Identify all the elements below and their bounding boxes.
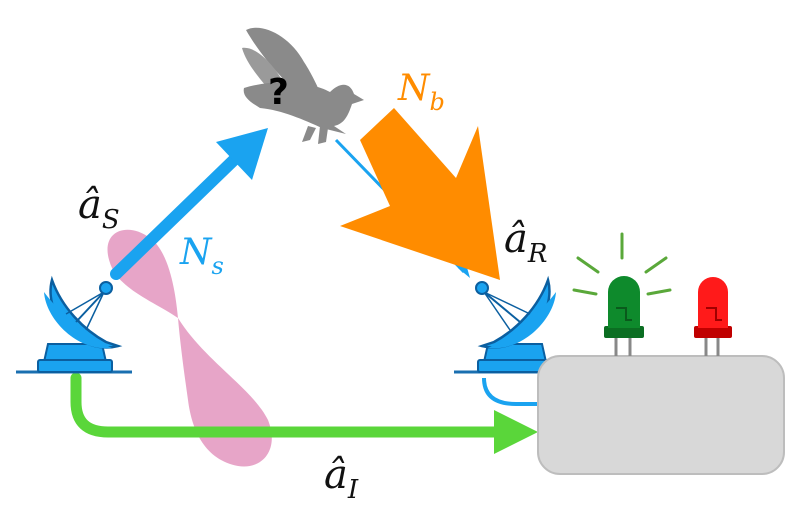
satellite-dish-icon [16,275,132,374]
idler-mode-label: âI [324,452,359,505]
red-led-icon [694,277,732,356]
entanglement-lobe-lower [178,318,272,467]
signal-mode-label: âS [78,182,120,235]
entanglement-lobe-upper [107,229,178,318]
receiver-cable [482,377,540,406]
signal-arrowhead [216,128,268,180]
bird-silhouette-icon [242,27,364,144]
idler-path [70,372,538,454]
idler-line [70,372,502,438]
idler-arrowhead [494,410,538,454]
signal-noise-label: Ns [179,232,224,280]
background-noise-arrow [340,108,500,280]
background-noise-label: Nb [397,68,445,116]
return-mode-label: âR [504,216,547,269]
signal-path [110,128,268,280]
target-question-mark: ? [268,72,289,113]
signal-line [110,150,244,280]
detector-box [537,355,785,475]
green-led-icon [572,232,672,356]
